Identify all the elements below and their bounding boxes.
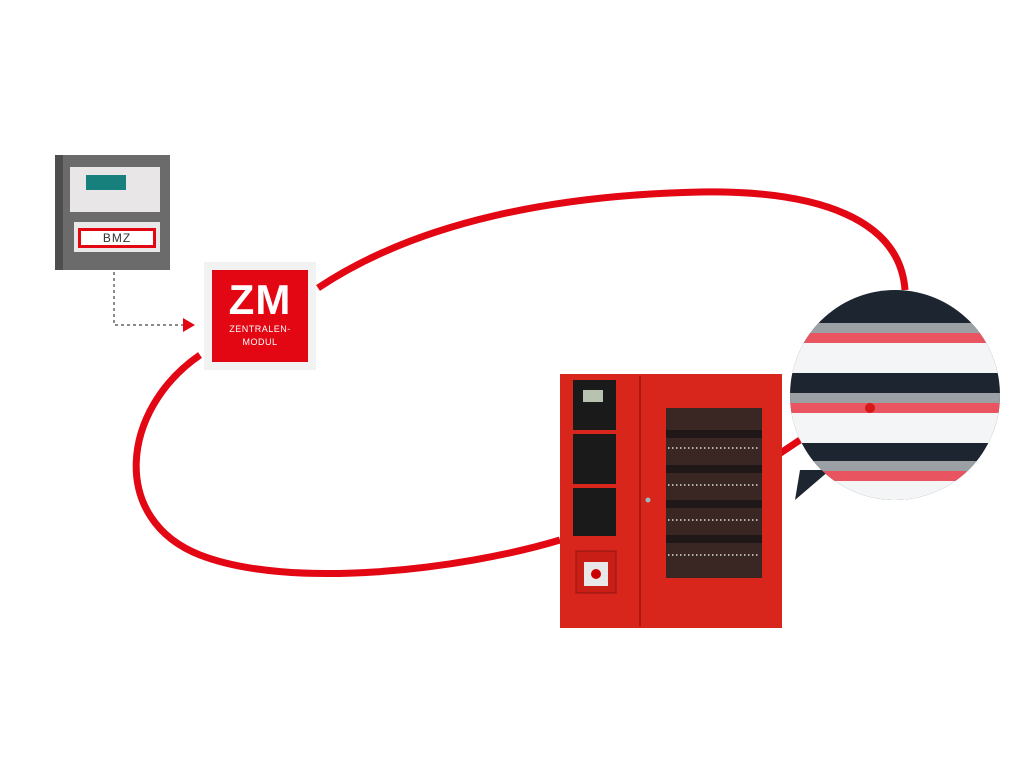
zm-abbreviation: ZM [228, 276, 292, 323]
fire-panel-cabinet [560, 374, 782, 628]
bmz-panel [55, 155, 170, 270]
loop-line-bottom [132, 352, 562, 577]
arrow-icon [183, 318, 195, 332]
zm-title-line1: ZENTRALEN- [229, 324, 291, 334]
zoom-callout [790, 290, 1000, 500]
zentralen-modul-box: ZM ZENTRALEN- MODUL [212, 270, 308, 362]
loop-line-top [316, 188, 909, 291]
dashed-connector [113, 272, 185, 326]
bmz-label: BMZ [78, 228, 156, 248]
zm-title-line2: MODUL [242, 337, 278, 347]
